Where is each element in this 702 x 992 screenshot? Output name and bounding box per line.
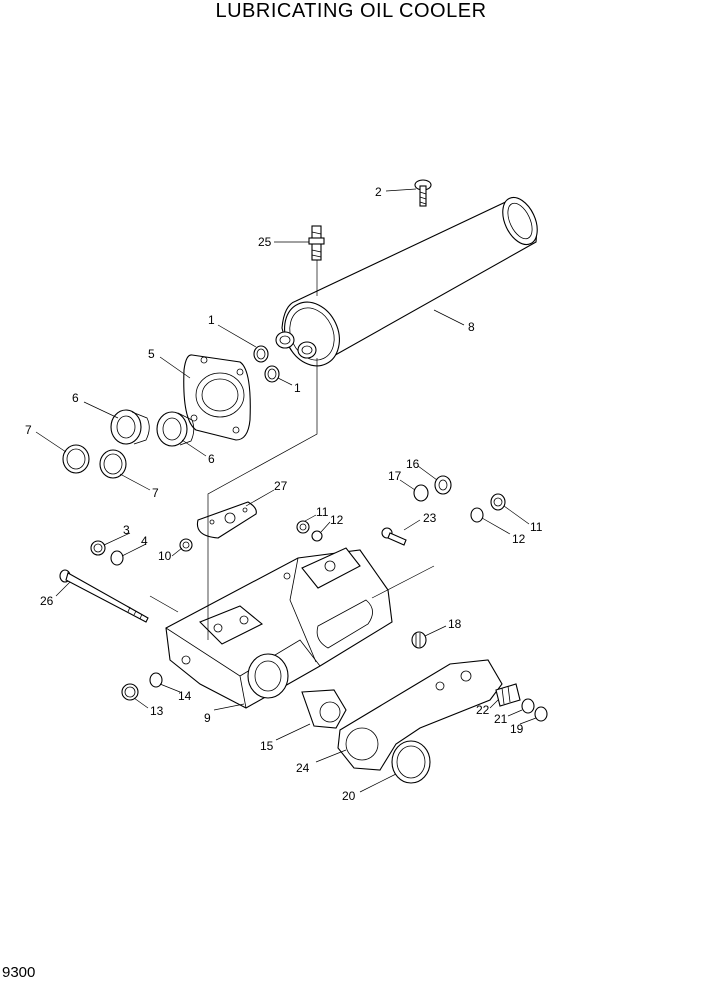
part-24-gasket[interactable] bbox=[337, 659, 503, 771]
callout-9: 9 bbox=[204, 711, 211, 725]
part-25-stud[interactable] bbox=[308, 225, 325, 296]
callout-21: 21 bbox=[494, 712, 508, 726]
callout-19: 19 bbox=[510, 722, 524, 736]
part-17-seal-ring[interactable] bbox=[413, 484, 429, 502]
callout-10: 10 bbox=[158, 549, 172, 563]
callout-1-upper: 1 bbox=[208, 313, 215, 327]
callout-13: 13 bbox=[150, 704, 164, 718]
callout-12-right: 12 bbox=[512, 532, 526, 546]
callout-14: 14 bbox=[178, 689, 192, 703]
callout-12-upper: 12 bbox=[330, 513, 344, 527]
part-4-seal-ring[interactable] bbox=[110, 550, 124, 566]
callout-2: 2 bbox=[375, 185, 382, 199]
callout-1-lower: 1 bbox=[294, 381, 301, 395]
part-18-sleeve[interactable] bbox=[411, 631, 427, 649]
page-code: 9300 bbox=[2, 964, 36, 981]
part-27-gasket[interactable] bbox=[196, 501, 257, 539]
part-16-plug[interactable] bbox=[434, 475, 452, 495]
callout-6-left: 6 bbox=[72, 391, 79, 405]
callout-16: 16 bbox=[406, 457, 420, 471]
part-1-o-rings[interactable] bbox=[253, 345, 280, 383]
part-15-thermostat[interactable] bbox=[301, 689, 347, 729]
callout-25: 25 bbox=[258, 235, 272, 249]
callout-18: 18 bbox=[448, 617, 462, 631]
leader-lines bbox=[35, 188, 537, 793]
callout-7-right: 7 bbox=[152, 486, 159, 500]
callout-11-upper: 11 bbox=[316, 505, 329, 519]
part-5-flange-plate[interactable] bbox=[183, 354, 251, 441]
part-11-plug-upper[interactable] bbox=[296, 520, 310, 534]
part-14-seal-ring[interactable] bbox=[149, 672, 163, 688]
callout-6-right: 6 bbox=[208, 452, 215, 466]
callout-23: 23 bbox=[423, 511, 437, 525]
part-19-snap-ring[interactable] bbox=[534, 706, 548, 722]
part-7-o-rings[interactable] bbox=[62, 444, 127, 479]
part-20-snap-ring[interactable] bbox=[391, 740, 431, 784]
callout-24: 24 bbox=[296, 761, 310, 775]
part-13-plug[interactable] bbox=[121, 683, 139, 701]
part-26-long-bolt[interactable] bbox=[59, 569, 149, 623]
callout-5: 5 bbox=[148, 347, 155, 361]
part-6-bushings[interactable] bbox=[110, 409, 195, 447]
callout-4: 4 bbox=[141, 534, 148, 548]
part-22-spring[interactable] bbox=[495, 683, 521, 707]
page-title: LUBRICATING OIL COOLER bbox=[215, 0, 487, 22]
callout-3: 3 bbox=[123, 523, 130, 537]
callout-20: 20 bbox=[342, 789, 356, 803]
part-8-cooler-cylinder[interactable] bbox=[274, 192, 544, 375]
callout-26: 26 bbox=[40, 594, 54, 608]
part-23-bolt[interactable] bbox=[381, 527, 407, 546]
callout-27: 27 bbox=[274, 479, 288, 493]
callout-17: 17 bbox=[388, 469, 402, 483]
part-21-seal-ring[interactable] bbox=[521, 698, 535, 714]
part-10-plug[interactable] bbox=[179, 538, 193, 552]
callout-8: 8 bbox=[468, 320, 475, 334]
part-2-bolt[interactable] bbox=[414, 179, 432, 207]
part-9-housing[interactable] bbox=[165, 547, 393, 709]
callout-11-right: 11 bbox=[530, 520, 543, 534]
callout-22: 22 bbox=[476, 703, 490, 717]
part-3-plug[interactable] bbox=[90, 540, 106, 556]
callout-15: 15 bbox=[260, 739, 274, 753]
part-12-seal-right[interactable] bbox=[470, 507, 484, 523]
callout-labels: 2 25 8 1 1 5 6 6 7 7 27 11 12 23 17 16 1… bbox=[25, 185, 543, 803]
part-12-seal-upper[interactable] bbox=[311, 530, 323, 542]
part-11-plug-right[interactable] bbox=[490, 493, 506, 511]
callout-7-left: 7 bbox=[25, 423, 32, 437]
